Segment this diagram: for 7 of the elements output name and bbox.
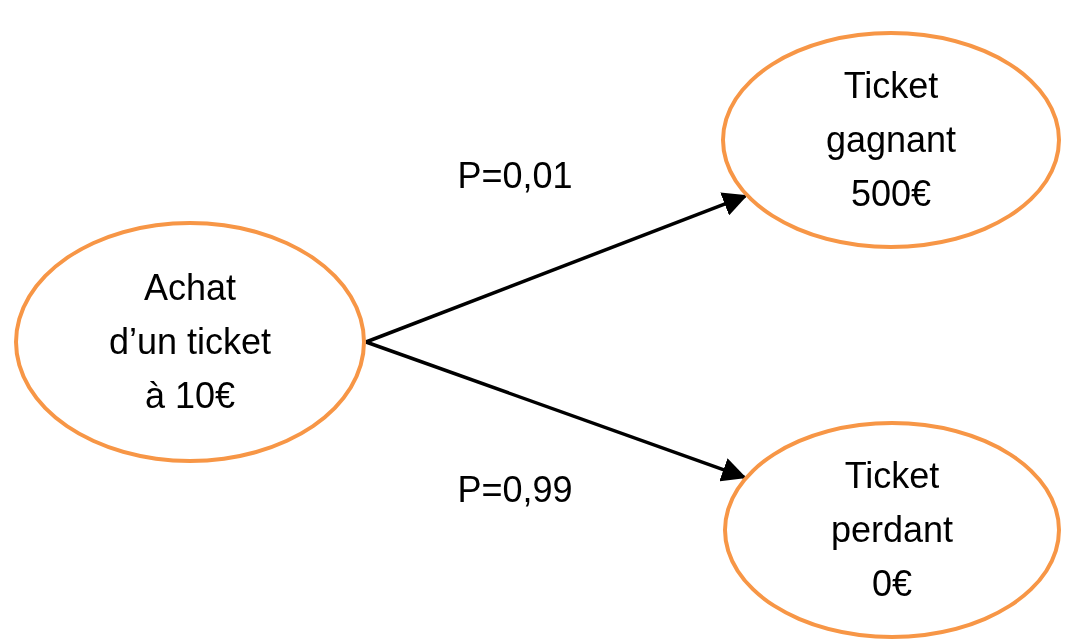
edge-label: P=0,99 [457, 468, 573, 512]
arrow [365, 340, 747, 482]
arrow [365, 192, 748, 344]
node-text: Achat d’un ticket à 10€ [107, 266, 273, 418]
node-text: Ticket gagnant 500€ [824, 64, 958, 216]
edge-label: P=0,01 [457, 154, 573, 198]
node-text: Ticket perdant 0€ [829, 454, 955, 606]
